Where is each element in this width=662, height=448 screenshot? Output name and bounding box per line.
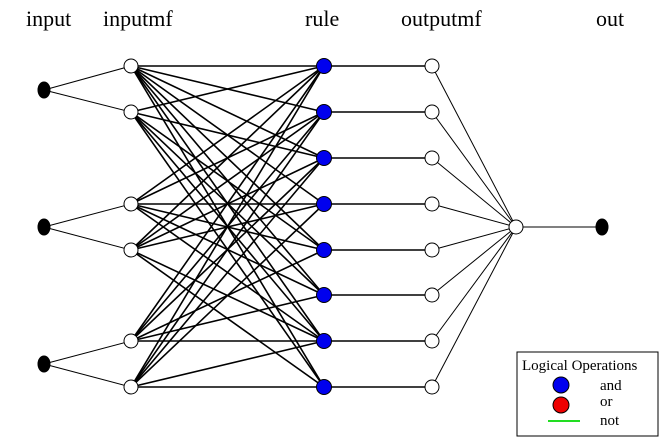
outputmf-node [424,333,440,349]
edge-inputmf-rule [130,65,325,342]
legend-title: Logical Operations [522,358,638,374]
inputmf-node [123,333,139,349]
edge-outputmf-aggregate [431,226,517,251]
inputmf-node [123,242,139,258]
column-label-inputmf: inputmf [103,6,173,31]
input-node [37,81,51,99]
input-node [37,355,51,373]
edge-outputmf-aggregate [431,157,517,228]
edge-inputmf-rule [130,157,325,388]
input-node [37,218,51,236]
outputmf-node [424,196,440,212]
edge-inputmf-rule [130,65,325,113]
edge-outputmf-aggregate [431,226,517,388]
rule-node [316,104,332,120]
legend-or-label: or [600,394,613,410]
edge-layer [43,65,602,388]
edge-input-inputmf [43,226,132,251]
column-label-rule: rule [305,6,339,31]
output-node [595,218,609,236]
edge-outputmf-aggregate [431,65,517,228]
column-label-outputmf: outputmf [401,6,482,31]
rule-node [316,287,332,303]
legend-and-marker [552,376,570,394]
outputmf-node [424,150,440,166]
legend-box [516,351,659,437]
edge-inputmf-rule [130,203,325,388]
edge-outputmf-aggregate [431,226,517,296]
edge-outputmf-aggregate [431,226,517,342]
edge-inputmf-rule [130,111,325,251]
inputmf-node [123,58,139,74]
rule-node [316,379,332,395]
edge-input-inputmf [43,89,132,113]
column-label-out: out [596,6,624,31]
edge-inputmf-rule [130,294,325,342]
edge-inputmf-rule [130,111,325,388]
legend-not-label: not [600,413,620,429]
edge-input-inputmf [43,203,132,228]
node-layer [37,58,609,395]
outputmf-node [424,58,440,74]
inputmf-node [123,379,139,395]
edge-input-inputmf [43,340,132,365]
edge-input-inputmf [43,363,132,388]
edge-inputmf-rule [130,65,325,251]
edge-inputmf-rule [130,340,325,388]
rule-node [316,196,332,212]
edge-outputmf-aggregate [431,203,517,228]
inputmf-node [123,104,139,120]
outputmf-node [424,242,440,258]
rule-node [316,58,332,74]
outputmf-node [424,379,440,395]
edge-inputmf-rule [130,65,325,388]
edge-inputmf-rule [130,65,325,159]
aggregate-node [508,219,524,235]
legend: Logical Operations and or not [516,351,659,437]
edge-inputmf-rule [130,65,325,205]
edge-input-inputmf [43,65,132,91]
legend-and-label: and [600,378,622,394]
edge-outputmf-aggregate [431,111,517,228]
rule-node [316,242,332,258]
rule-node [316,150,332,166]
column-label-input: input [26,6,71,31]
inputmf-node [123,196,139,212]
outputmf-node [424,104,440,120]
rule-node [316,333,332,349]
legend-or-marker [552,396,570,414]
outputmf-node [424,287,440,303]
